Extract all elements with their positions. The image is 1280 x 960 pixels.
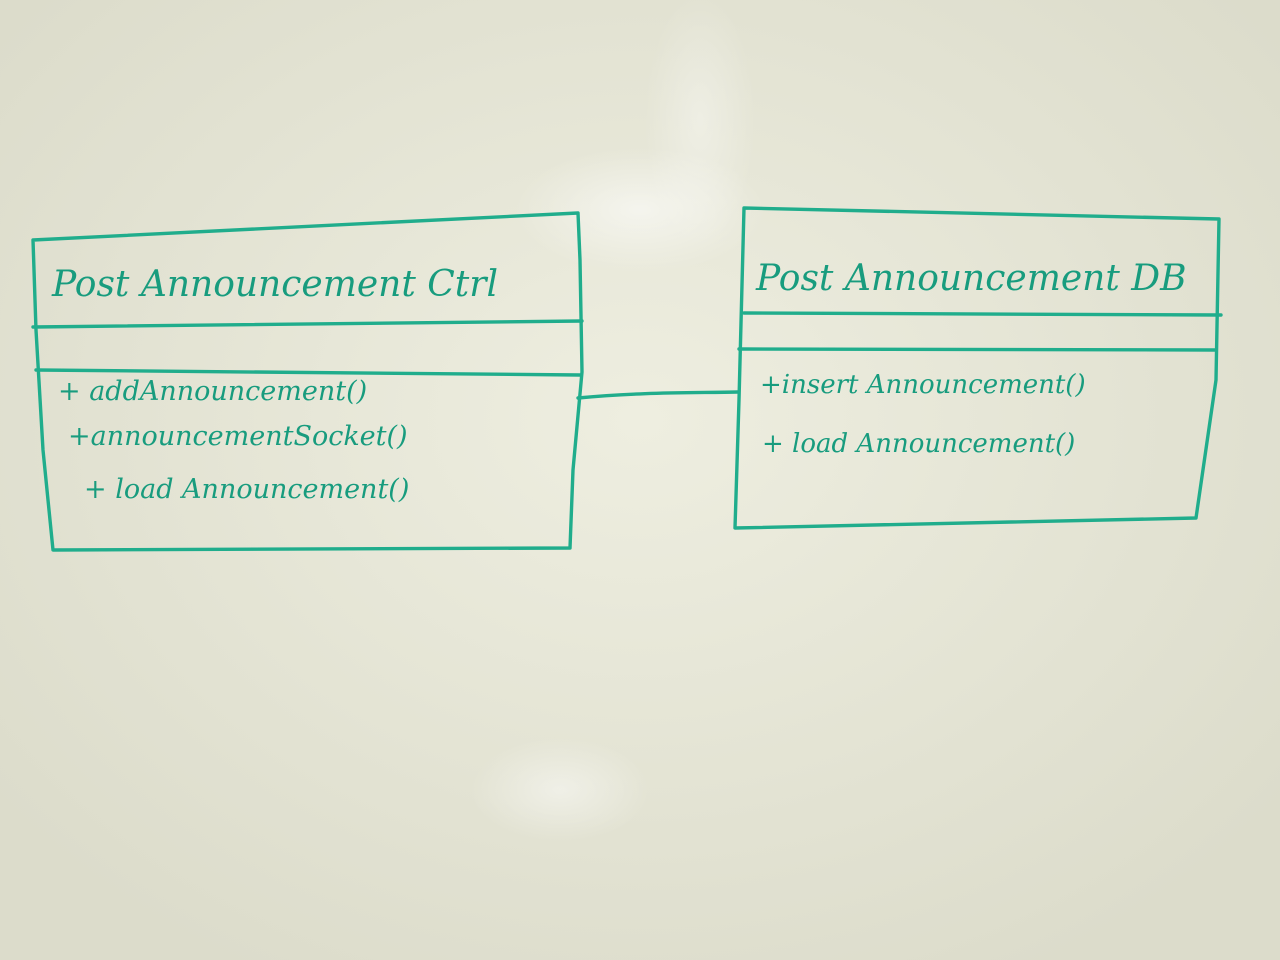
class-box-ctrl: Post Announcement Ctrl + addAnnouncement… [31, 211, 584, 552]
class-box-db-attr-divider [737, 347, 1218, 352]
operation-ctrl-3: + load Announcement() [84, 474, 409, 505]
operation-ctrl-1: + addAnnouncement() [58, 376, 367, 407]
operation-db-1: +insert Announcement() [760, 370, 1086, 400]
operation-ctrl-2: +announcementSocket() [68, 421, 408, 452]
class-name-ctrl: Post Announcement Ctrl [51, 264, 498, 305]
class-box-db-outline [733, 206, 1221, 530]
class-box-ctrl-name-divider [31, 319, 584, 329]
class-box-db: Post Announcement DB +insert Announcemen… [733, 206, 1223, 530]
operation-db-2: + load Announcement() [762, 429, 1075, 459]
class-name-db: Post Announcement DB [755, 258, 1187, 299]
class-box-db-name-divider [742, 311, 1223, 317]
association-line [576, 390, 740, 400]
class-box-ctrl-outline [31, 211, 584, 552]
class-box-ctrl-attr-divider [34, 368, 582, 377]
